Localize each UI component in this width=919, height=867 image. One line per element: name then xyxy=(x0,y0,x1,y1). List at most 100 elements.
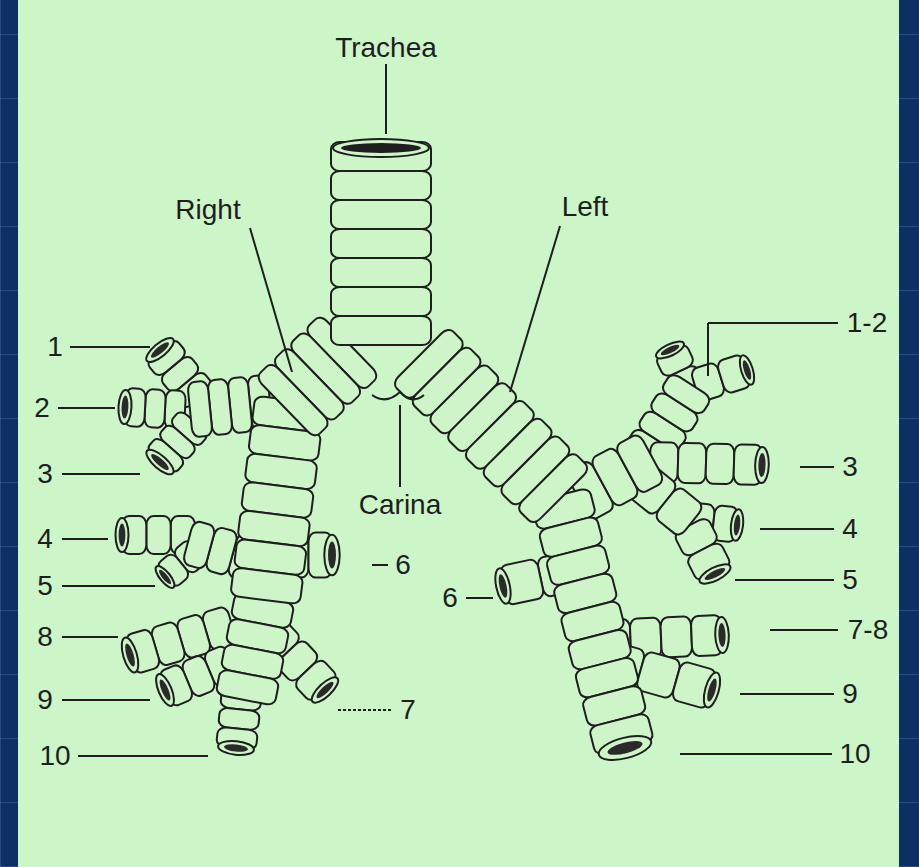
leader-line xyxy=(62,636,118,638)
leader-line xyxy=(510,226,560,392)
part-label: Left xyxy=(562,192,609,222)
bronchus-opening xyxy=(596,731,653,764)
cartilage-ring xyxy=(677,443,706,484)
segment-number: 5 xyxy=(37,571,53,601)
bronchus-lumen xyxy=(703,566,726,582)
segment-number: 2 xyxy=(34,393,50,423)
cartilage-ring xyxy=(146,516,170,554)
leader-line xyxy=(399,405,401,487)
segment-number: 3 xyxy=(842,452,858,482)
bronchus-lumen xyxy=(314,680,335,701)
leader-line xyxy=(740,693,834,695)
cartilage-ring xyxy=(216,669,280,706)
segment-number: 6 xyxy=(442,583,458,613)
leader-line xyxy=(708,322,838,324)
leader-line xyxy=(372,564,388,566)
bronchus-lumen xyxy=(157,678,172,702)
bronchus-lumen xyxy=(718,623,726,647)
part-label: Carina xyxy=(359,490,441,520)
bronchus-opening xyxy=(118,636,141,674)
leader-line xyxy=(62,538,108,540)
bronchus-opening xyxy=(153,563,178,590)
bronchus-lumen xyxy=(119,524,126,547)
cartilage-ring xyxy=(331,258,431,287)
carina-ridge xyxy=(372,392,424,399)
bronchus-opening xyxy=(701,671,724,709)
segment-number: 8 xyxy=(37,622,53,652)
segment-number: 9 xyxy=(37,685,53,715)
cartilage-ring xyxy=(331,316,431,345)
bronchus-opening xyxy=(737,354,757,387)
bronchus-lumen xyxy=(659,343,680,357)
leader-line xyxy=(62,473,140,475)
segment-number: 7-8 xyxy=(848,615,888,645)
bronchus-lumen xyxy=(224,743,249,753)
bronchus-lumen xyxy=(741,359,753,380)
segment-number: 5 xyxy=(842,565,858,595)
bronchus-opening xyxy=(324,535,339,576)
leader-line xyxy=(250,228,292,372)
airway-segment xyxy=(331,142,431,345)
bronchus-lumen xyxy=(328,542,336,569)
segment-number: 10 xyxy=(839,739,870,769)
segment-number: 3 xyxy=(37,459,53,489)
bronchus-opening xyxy=(755,447,770,483)
bronchus-lumen xyxy=(149,452,171,472)
bronchus-opening xyxy=(116,518,129,552)
bronchus-opening xyxy=(152,672,177,709)
leader-line xyxy=(735,579,834,581)
segment-number: 1-2 xyxy=(847,308,887,338)
cartilage-ring xyxy=(614,433,665,495)
bronchus-lumen xyxy=(149,340,171,360)
cartilage-ring xyxy=(331,287,431,316)
leader-line xyxy=(78,755,208,757)
cartilage-ring xyxy=(516,451,590,525)
cartilage-ring xyxy=(230,567,303,604)
leader-line xyxy=(680,753,832,755)
segment-number: 1 xyxy=(47,332,63,362)
bronchus-opening xyxy=(697,560,733,587)
cartilage-ring xyxy=(660,616,692,657)
segment-number: 7 xyxy=(400,695,416,725)
leader-line xyxy=(385,64,387,134)
segment-number: 9 xyxy=(842,679,858,709)
bronchus-lumen xyxy=(733,514,741,536)
bronchus-opening xyxy=(654,338,687,362)
tracheal-opening xyxy=(333,139,429,157)
leader-line xyxy=(770,629,838,631)
cartilage-ring xyxy=(146,436,186,474)
bronchus-lumen xyxy=(606,738,644,757)
segment-number: 4 xyxy=(842,514,858,544)
bronchus-lumen xyxy=(758,453,766,477)
leader-line xyxy=(760,528,834,530)
cartilage-ring xyxy=(144,389,166,428)
leader-line xyxy=(707,323,709,376)
bronchus-lumen xyxy=(157,568,173,585)
segment-number: 6 xyxy=(395,550,411,580)
cartilage-ring xyxy=(331,171,431,200)
part-label: Right xyxy=(175,195,240,225)
bronchus-lumen xyxy=(497,574,509,599)
cartilage-ring xyxy=(187,381,212,438)
bronchus-lumen xyxy=(121,395,129,418)
airway-tubes xyxy=(116,139,770,765)
leader-lines xyxy=(58,64,838,756)
leader-line xyxy=(338,709,392,711)
airway-segment xyxy=(216,592,295,706)
bronchus-opening xyxy=(143,334,178,366)
leader-line xyxy=(70,346,150,348)
segment-number: 10 xyxy=(39,741,70,771)
bronchus-opening xyxy=(217,739,254,756)
cartilage-ring xyxy=(255,362,330,439)
bronchus-opening xyxy=(118,390,133,425)
tracheal-lumen xyxy=(341,143,421,153)
cartilage-ring xyxy=(660,372,712,416)
airway-segment xyxy=(531,488,657,766)
part-label: Trachea xyxy=(335,33,437,63)
bronchus-lumen xyxy=(123,642,137,667)
cartilage-ring xyxy=(182,520,216,569)
bronchus-opening xyxy=(729,509,744,542)
leader-line xyxy=(62,699,150,701)
